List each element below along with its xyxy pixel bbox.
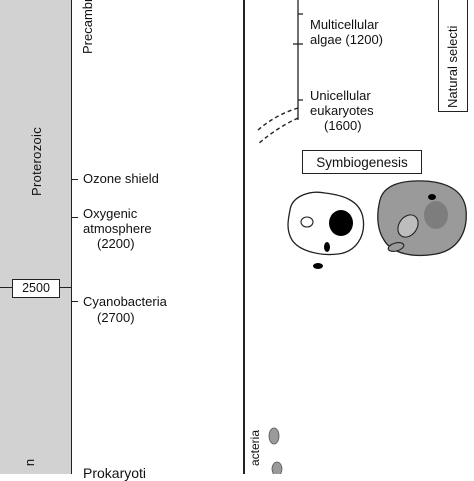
bacterium-grey-2 [271,461,283,474]
event-multicellular-algae: Multicellular algae (1200) [310,17,383,47]
host-cell-nucleus [329,210,353,236]
center-divider [243,0,245,474]
dashed-lineage-2 [257,117,299,145]
organelle-drop [324,242,330,252]
tick-cyanobacteria [72,301,78,303]
vesicle-small [300,216,314,228]
event-uni-line3: (1600) [324,118,362,133]
event-oxygenic-line1: Oxygenic [83,206,138,221]
event-multi-line2: algae (1200) [310,32,383,47]
event-oxygenic-line3: (2200) [97,236,135,251]
host-cell-white [287,191,365,256]
eukaryote-cell-grey [377,180,467,257]
event-uni-line1: Unicellular [310,88,371,103]
event-oxygenic-line2: atmosphere [83,221,152,236]
tick-oxygenic [72,217,78,219]
event-unicellular-eukaryotes: Unicellular eukaryotes (1600) [310,88,374,133]
scale-tick-left [0,287,12,289]
event-cyanobacteria: Cyanobacteria (2700) [83,294,167,325]
event-oxygenic-atmosphere: Oxygenic atmosphere (2200) [83,206,173,251]
tick-ozone [72,179,78,181]
eon-column [0,0,72,474]
natural-selection-box: Natural selecti [438,0,468,112]
event-cyano-line2: (2700) [97,310,135,325]
event-ozone-shield: Ozone shield [83,171,159,186]
symbiogenesis-box: Symbiogenesis [302,150,422,174]
scale-tick-right [58,287,72,289]
detached-organelle [387,242,405,252]
scale-marker: 2500 [12,279,60,298]
event-cyano-line1: Cyanobacteria [83,294,167,309]
event-uni-line2: eukaryotes [310,103,374,118]
mitochondrion [397,214,419,238]
eukaryote-nucleus [424,201,448,229]
dashed-lineage-1 [257,107,299,131]
bacterium-grey-1 [268,427,280,445]
event-multi-line1: Multicellular [310,17,379,32]
eukaryote-dot [428,194,436,200]
event-ozone-text: Ozone shield [83,171,159,186]
free-bacterium [313,263,323,269]
